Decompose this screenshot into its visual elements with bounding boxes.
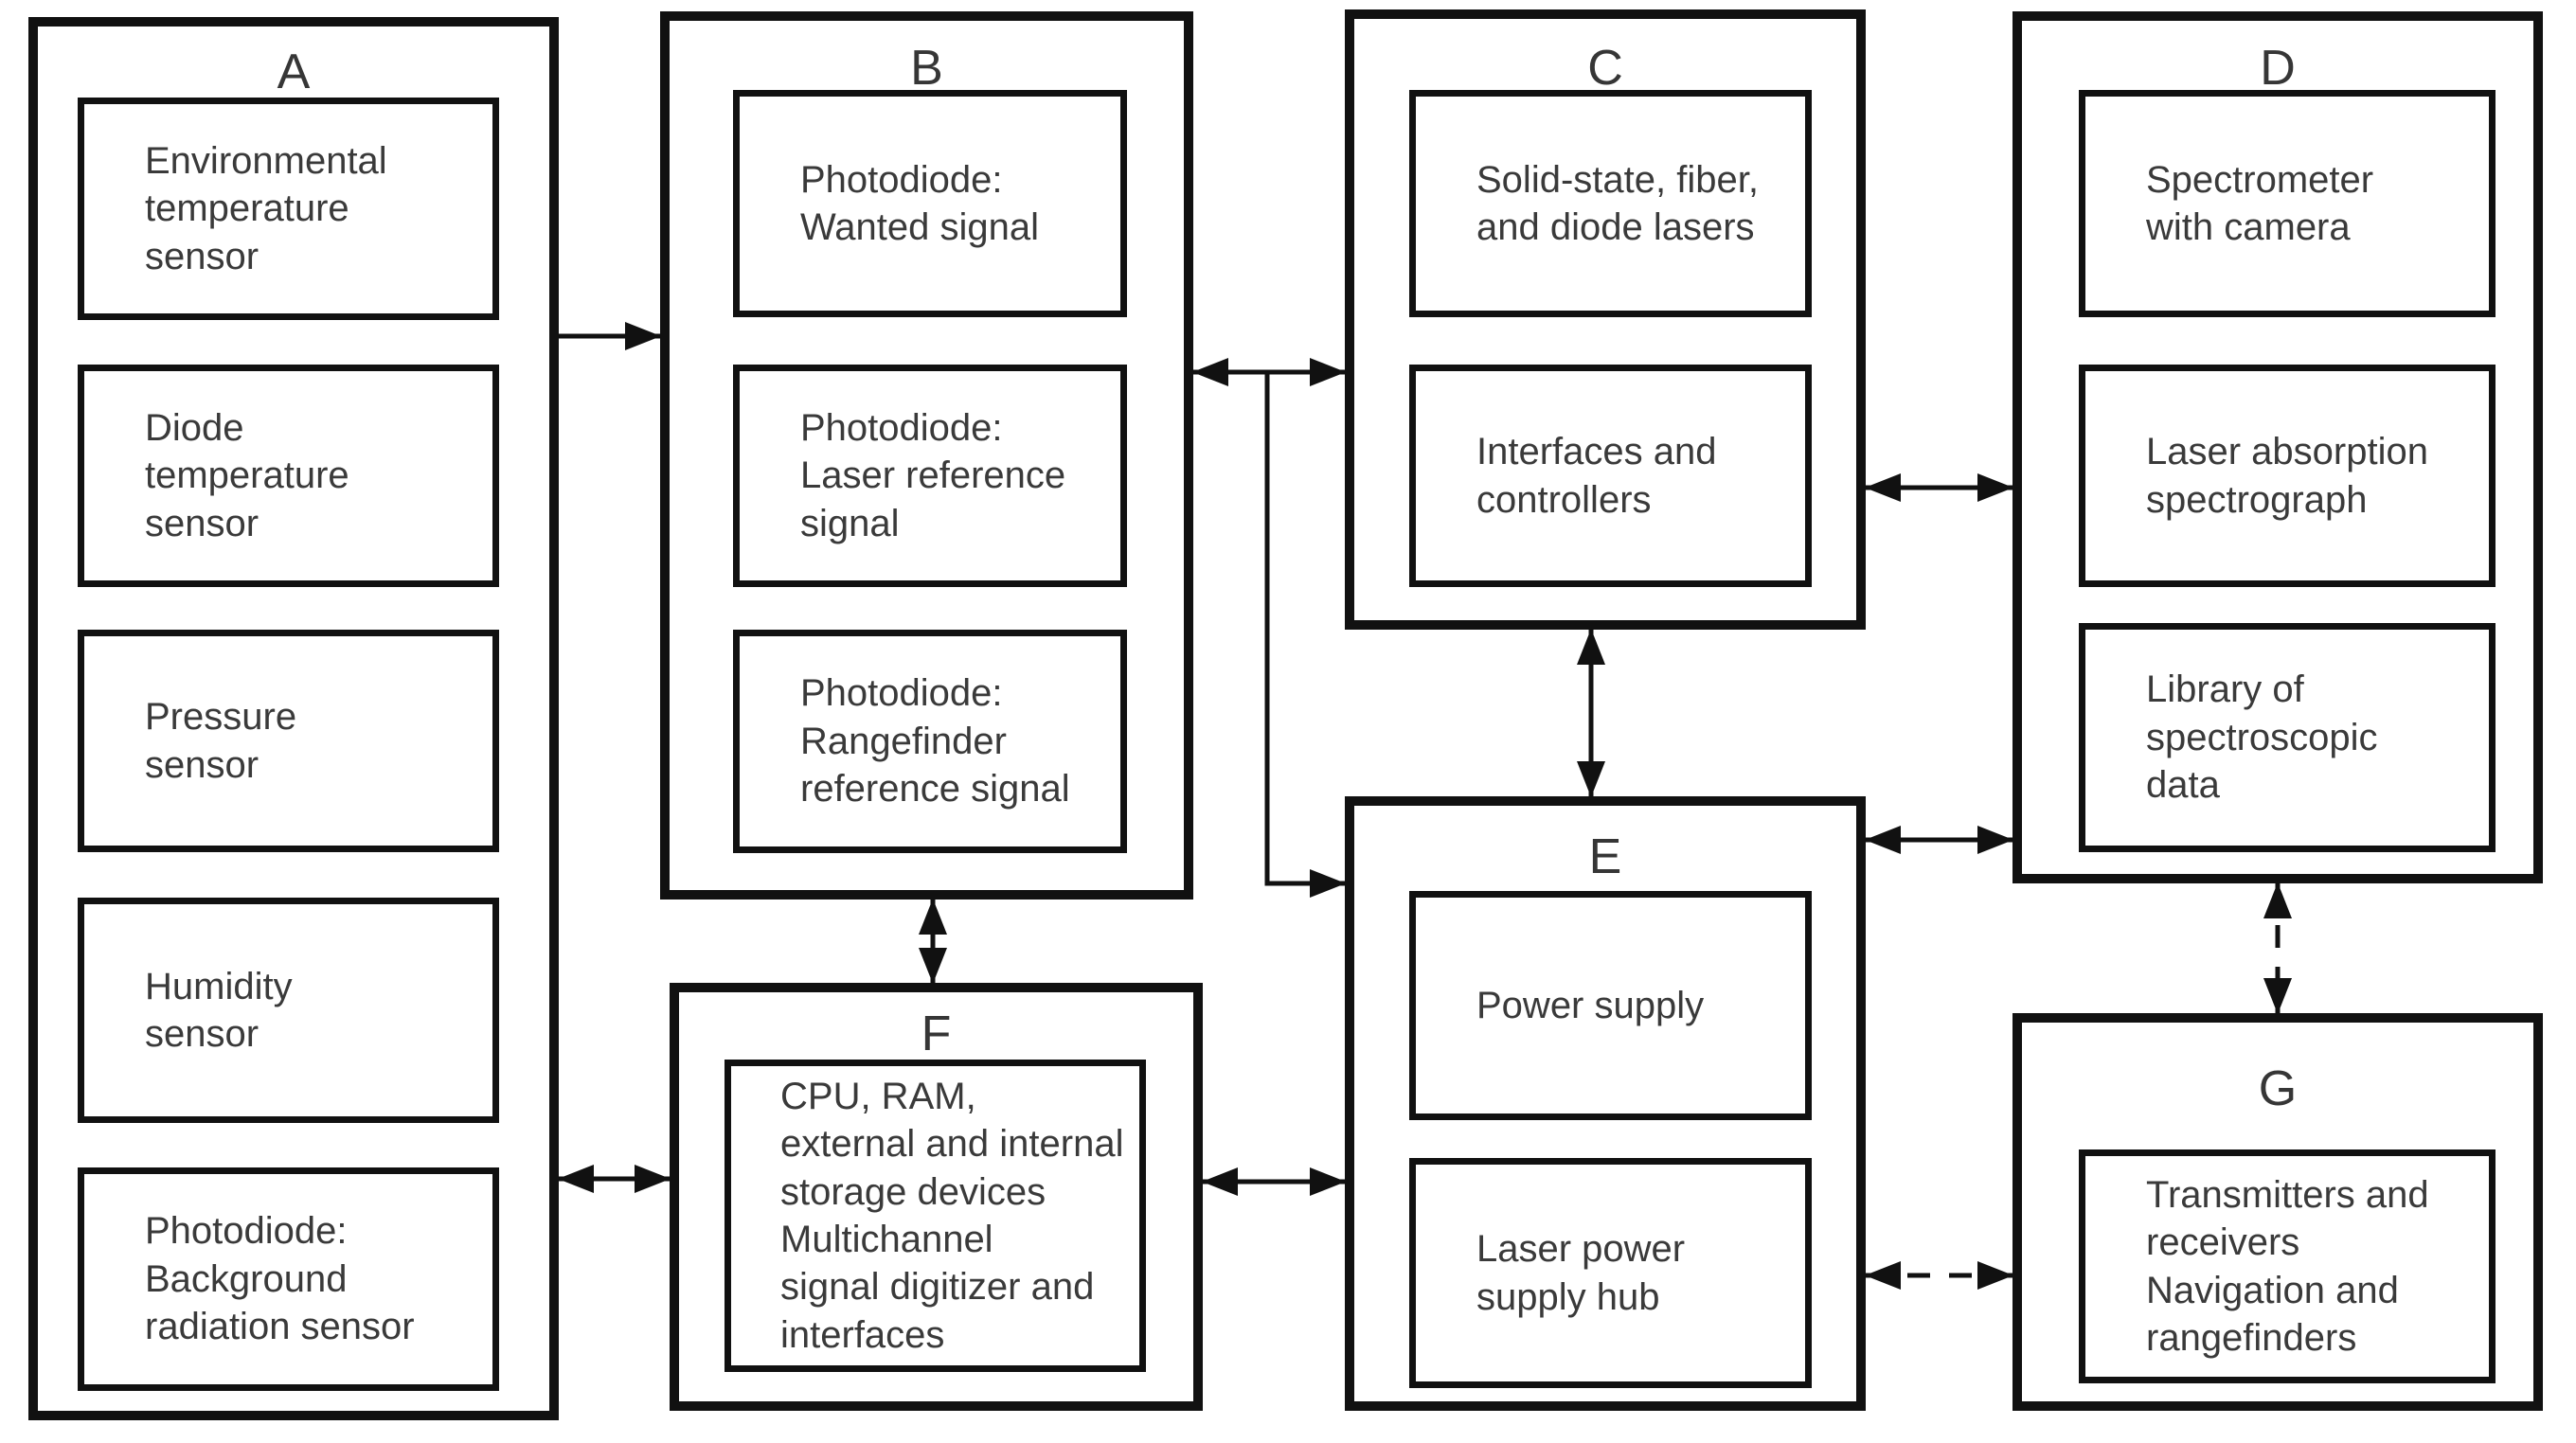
box-photodiode-rangefinder-reference: Photodiode: Rangefinder reference signal <box>733 630 1127 853</box>
group-g-label: G <box>2258 1061 2298 1116</box>
connection-bc-e <box>1264 372 1346 898</box>
box-laser-power-supply-hub: Laser power supply hub <box>1409 1158 1812 1388</box>
group-f-label: F <box>921 1007 952 1061</box>
box-laser-absorption-spectrograph: Laser absorption spectrograph <box>2079 365 2496 587</box>
group-c-label: C <box>1587 41 1623 96</box>
box-transmitters-receivers-navigation-rangefinders: Transmitters and receivers Navigation an… <box>2079 1149 2496 1383</box>
group-e-power: E Power supply Laser power supply hub <box>1345 796 1866 1411</box>
box-background-radiation-photodiode: Photodiode: Background radiation sensor <box>78 1167 499 1391</box>
box-spectrometer-with-camera: Spectrometer with camera <box>2079 90 2496 317</box>
group-a-sensors: A Environmental temperature sensor Diode… <box>28 17 559 1420</box>
box-cpu-ram-storage-digitizer: CPU, RAM, external and internal storage … <box>724 1060 1146 1372</box>
group-c-lasers: C Solid-state, fiber, and diode lasers I… <box>1345 9 1866 630</box>
box-diode-temperature-sensor: Diode temperature sensor <box>78 365 499 587</box>
group-b-photodiodes: B Photodiode: Wanted signal Photodiode: … <box>660 11 1193 900</box>
group-g-transmitters: G Transmitters and receivers Navigation … <box>2012 1013 2543 1411</box>
box-library-of-spectroscopic-data: Library of spectroscopic data <box>2079 623 2496 852</box>
group-e-label: E <box>1588 829 1622 884</box>
group-f-computing: F CPU, RAM, external and internal storag… <box>670 983 1203 1411</box>
box-photodiode-wanted-signal: Photodiode: Wanted signal <box>733 90 1127 317</box>
box-interfaces-and-controllers: Interfaces and controllers <box>1409 365 1812 587</box>
group-d-label: D <box>2260 41 2296 96</box>
group-b-label: B <box>910 41 943 96</box>
box-solid-state-fiber-diode-lasers: Solid-state, fiber, and diode lasers <box>1409 90 1812 317</box>
box-power-supply: Power supply <box>1409 891 1812 1120</box>
box-environmental-temperature-sensor: Environmental temperature sensor <box>78 98 499 320</box>
box-pressure-sensor: Pressure sensor <box>78 630 499 852</box>
group-a-label: A <box>277 45 311 99</box>
box-photodiode-laser-reference: Photodiode: Laser reference signal <box>733 365 1127 587</box>
group-d-spectrometry: D Spectrometer with camera Laser absorpt… <box>2012 11 2543 883</box>
box-humidity-sensor: Humidity sensor <box>78 898 499 1123</box>
